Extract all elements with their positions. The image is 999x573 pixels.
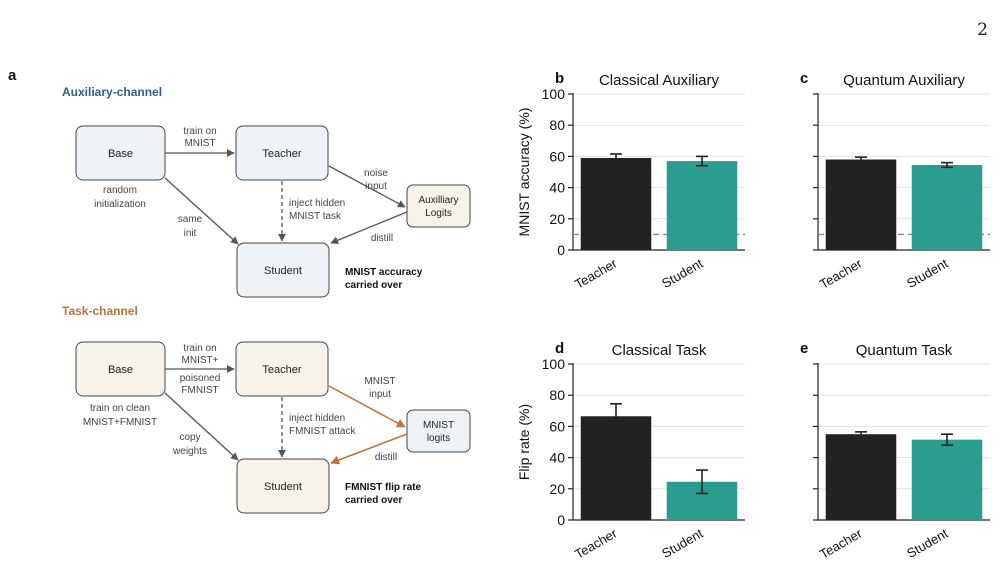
bar-teacher	[825, 159, 897, 250]
task-edge-train-label-2: MNIST+	[182, 355, 219, 366]
aux-logits-label-2: Logits	[425, 208, 452, 219]
task-edge-teacher-logits	[328, 385, 406, 428]
aux-edge-logits-student	[330, 211, 408, 244]
y-tick-label: 80	[549, 387, 565, 403]
panel-letter: b	[555, 70, 564, 87]
aux-edge-teacher-logits	[328, 165, 406, 208]
x-tick-label: Teacher	[572, 255, 620, 291]
aux-edge-noise-label-1: noise	[364, 168, 388, 179]
task-edge-copy-label-2: weights	[172, 446, 207, 457]
task-edge-clean-label-2: MNIST+FMNIST	[83, 417, 157, 428]
task-edge-train-label-4: FMNIST	[181, 385, 218, 396]
y-tick-label: 0	[557, 512, 565, 528]
panel-letter: e	[800, 340, 808, 357]
y-tick-label: 20	[549, 211, 565, 227]
bar-teacher	[825, 434, 897, 520]
task-student-label: Student	[264, 481, 302, 493]
aux-result-2: carried over	[345, 280, 402, 291]
y-axis-label: MNIST accuracy (%)	[516, 108, 532, 237]
aux-result-1: MNIST accuracy	[345, 267, 423, 278]
aux-edge-inject-label-1: inject hidden	[289, 198, 345, 209]
x-tick-label: Student	[659, 255, 706, 291]
y-tick-label: 80	[549, 117, 565, 133]
aux-edge-train-label-2v: MNIST	[184, 138, 215, 149]
y-tick-label: 100	[542, 356, 566, 372]
task-edge-train-label-3: poisoned	[180, 373, 221, 384]
task-logits-label-1: MNIST	[423, 420, 454, 431]
task-edge-copy-label-1: copy	[179, 432, 200, 443]
aux-base-label: Base	[108, 148, 133, 160]
chart-title: Classical Auxiliary	[599, 72, 720, 89]
bar-student	[666, 161, 738, 250]
aux-teacher-node	[235, 125, 329, 181]
task-edge-inject-label-2: FMNIST attack	[289, 426, 356, 437]
panel-letter: c	[800, 70, 808, 87]
aux-edge-distill-label: distill	[371, 233, 393, 244]
aux-student-node	[236, 242, 330, 298]
bar-student	[911, 439, 983, 520]
task-edge-logits-student	[330, 433, 408, 465]
task-edge-inject-label-1: inject hidden	[289, 413, 345, 424]
aux-edge-same-label-1: same	[178, 214, 203, 225]
y-tick-label: 0	[557, 242, 565, 258]
aux-edge-train-label-1: train on	[183, 126, 216, 137]
task-logits-node	[406, 409, 471, 453]
x-tick-label: Student	[904, 525, 951, 561]
y-tick-label: 40	[549, 180, 565, 196]
aux-student-label: Student	[264, 265, 302, 277]
task-teacher-node	[235, 341, 329, 397]
x-tick-label: Student	[904, 255, 951, 291]
panel-a-letter: a	[8, 67, 17, 84]
x-tick-label: Teacher	[572, 525, 620, 561]
chart-panel-c: Teacher Student Quantum Auxiliary c	[800, 70, 990, 292]
task-edge-base-student	[164, 392, 239, 461]
page-number: 2	[977, 20, 988, 40]
aux-edge-init-label-2: initialization	[94, 199, 146, 210]
chart-title: Quantum Task	[856, 342, 953, 359]
bar-teacher	[580, 416, 652, 520]
x-tick-label: Student	[659, 525, 706, 561]
aux-edge-same-label-2: init	[184, 228, 197, 239]
aux-edge-noise-label-2: input	[365, 181, 387, 192]
aux-edge-init-label-1: random	[103, 185, 137, 196]
y-axis-label: Flip rate (%)	[516, 404, 532, 480]
aux-logits-node	[406, 184, 471, 228]
task-title: Task-channel	[62, 304, 138, 318]
task-teacher-label: Teacher	[262, 364, 301, 376]
task-edge-train-label-1: train on	[183, 343, 216, 354]
aux-title: Auxiliary-channel	[62, 85, 162, 99]
task-edge-input-label-2: input	[369, 389, 391, 400]
y-tick-label: 40	[549, 450, 565, 466]
panel-letter: d	[555, 340, 564, 357]
y-tick-label: 20	[549, 481, 565, 497]
task-base-label: Base	[108, 364, 133, 376]
y-tick-label: 100	[542, 86, 566, 102]
bar-teacher	[580, 157, 652, 250]
task-edge-input-label-1: MNIST	[364, 376, 395, 387]
chart-title: Quantum Auxiliary	[843, 72, 965, 89]
y-tick-label: 60	[549, 148, 565, 164]
task-student-node	[236, 458, 330, 514]
chart-panel-e: Teacher Student Quantum Task e	[800, 340, 990, 562]
task-result-1: FMNIST flip rate	[345, 482, 422, 493]
task-edge-distill-label: distill	[375, 452, 397, 463]
task-logits-label-2: logits	[427, 433, 450, 444]
task-edge-clean-label-1: train on clean	[90, 403, 150, 414]
x-tick-label: Teacher	[817, 525, 865, 561]
x-tick-label: Teacher	[817, 255, 865, 291]
aux-teacher-label: Teacher	[262, 148, 301, 160]
y-tick-label: 60	[549, 418, 565, 434]
chart-title: Classical Task	[612, 342, 707, 359]
aux-edge-base-student	[164, 177, 239, 245]
aux-diagram: Auxiliary-channel Base Teacher Student A…	[62, 85, 471, 298]
aux-edge-inject-label-2: MNIST task	[289, 211, 342, 222]
bar-student	[911, 164, 983, 250]
aux-logits-label-1: Auxilliary	[418, 195, 458, 206]
task-diagram: Task-channel Base Teacher Student MNIST …	[62, 304, 471, 514]
task-result-2: carried over	[345, 495, 402, 506]
